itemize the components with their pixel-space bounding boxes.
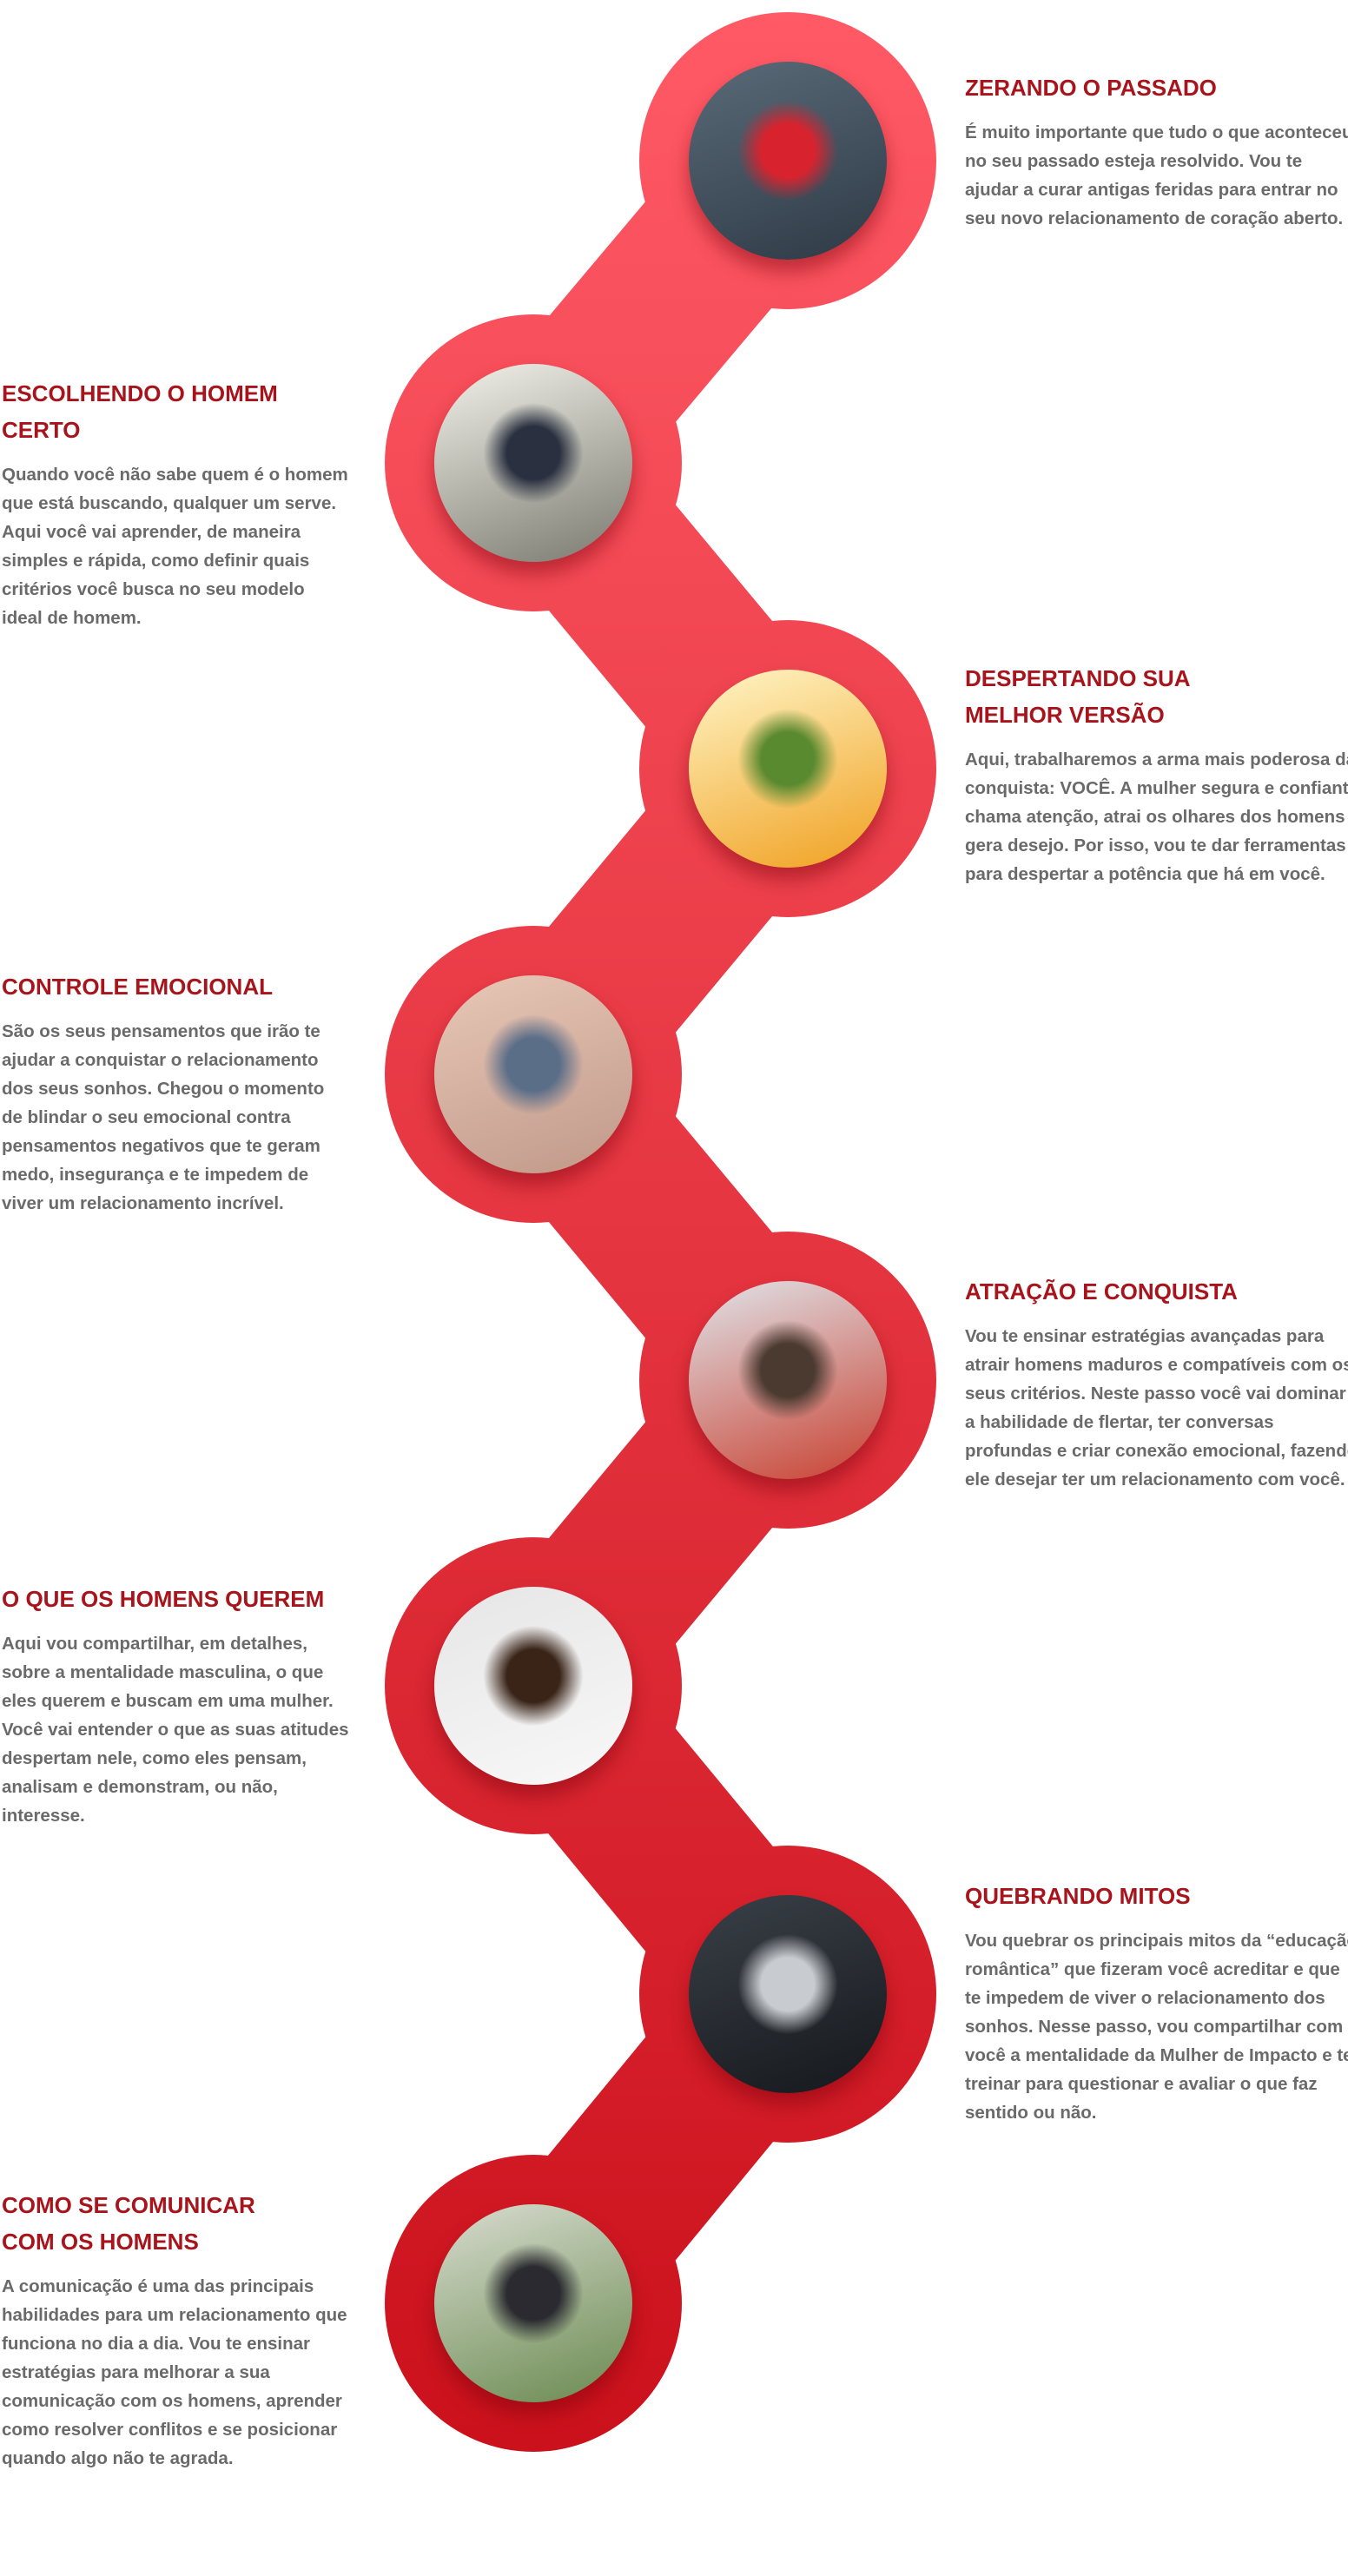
step-description: A comunicação é uma das principais habil… <box>2 2276 347 2468</box>
step-item: ESCOLHENDO O HOMEM CERTO Quando você não … <box>2 375 349 632</box>
step-title: O QUE OS HOMENS QUEREM <box>2 1586 325 1612</box>
woman-celebrating-photo <box>689 1895 887 2093</box>
step-description: Aqui, trabalharemos a arma mais poderosa… <box>965 750 1348 884</box>
step-title: QUEBRANDO MITOS <box>965 1883 1191 1909</box>
step-item: ZERANDO O PASSADO É muito importante que … <box>965 69 1348 233</box>
couple-flirting-photo <box>689 1281 887 1479</box>
woman-sunlight-photo <box>689 670 887 868</box>
step-item: QUEBRANDO MITOS Vou quebrar os principais… <box>965 1878 1348 2127</box>
step-description: É muito importante que tudo o que aconte… <box>965 122 1348 228</box>
teary-eye-photo <box>434 975 632 1173</box>
thinking-man-photo <box>434 1587 632 1785</box>
step-title: ZERANDO O PASSADO <box>965 75 1217 101</box>
step-item: DESPERTANDO SUA MELHOR VERSÃO Aqui, traba… <box>965 660 1348 888</box>
men-walking-photo <box>434 364 632 562</box>
students-talking-photo <box>434 2204 632 2402</box>
step-description: Vou quebrar os principais mitos da “educ… <box>965 1931 1348 2123</box>
step-title: ATRAÇÃO E CONQUISTA <box>965 1278 1238 1305</box>
broken-heart-photo <box>689 62 887 260</box>
step-title: CONTROLE EMOCIONAL <box>2 974 273 1000</box>
step-title: DESPERTANDO SUA MELHOR VERSÃO <box>965 665 1191 728</box>
step-description: Aqui vou compartilhar, em detalhes, sobr… <box>2 1634 349 1826</box>
step-description: Quando você não sabe quem é o homem que … <box>2 465 348 628</box>
step-description: São os seus pensamentos que irão te ajud… <box>2 1021 325 1213</box>
step-item: O QUE OS HOMENS QUEREM Aqui vou compartil… <box>2 1581 349 1830</box>
step-description: Vou te ensinar estratégias avançadas par… <box>965 1326 1348 1489</box>
step-title: COMO SE COMUNICAR COM OS HOMENS <box>2 2192 255 2255</box>
step-title: ESCOLHENDO O HOMEM CERTO <box>2 380 278 443</box>
step-item: ATRAÇÃO E CONQUISTA Vou te ensinar estrat… <box>965 1273 1348 1494</box>
step-item: COMO SE COMUNICAR COM OS HOMENS A comunic… <box>2 2187 349 2473</box>
step-item: CONTROLE EMOCIONAL São os seus pensamento… <box>2 968 349 1218</box>
